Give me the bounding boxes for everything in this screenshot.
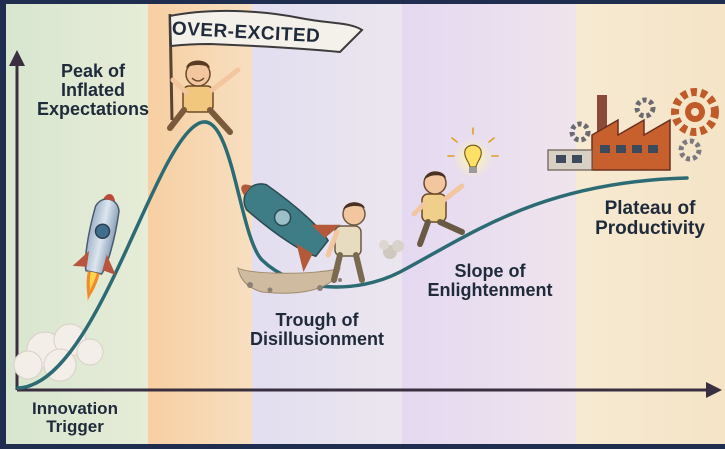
label-line: Disillusionment: [249, 328, 384, 349]
label-line: Trough of: [275, 310, 359, 330]
label-innovation-trigger: Innovation Trigger: [20, 400, 130, 436]
flag-icon: OVER-EXCITED: [168, 9, 364, 121]
x-axis-arrow-icon: [706, 382, 722, 398]
label-line: Trigger: [46, 416, 104, 436]
label-line: Expectations: [36, 98, 150, 119]
label-slope-of-enlightenment: Slope of Enlightenment: [405, 262, 575, 300]
label-line: Slope of: [454, 261, 526, 281]
label-line: Productivity: [595, 217, 705, 239]
label-line: Inflated: [60, 79, 125, 100]
lightbulb-icon: [447, 127, 499, 178]
hype-curve: [16, 120, 689, 390]
label-line: Plateau of: [604, 198, 696, 219]
label-peak-of-inflated-expectations: Peak of Inflated Expectations: [18, 62, 168, 119]
band-plateau: [576, 4, 725, 444]
axes: [9, 50, 722, 398]
y-axis-arrow-icon: [9, 50, 25, 66]
gear-icon: [569, 88, 719, 162]
label-trough-of-disillusionment: Trough of Disillusionment: [232, 311, 402, 349]
crashed-rocket-icon: [237, 183, 342, 294]
sad-person-icon: [325, 202, 404, 283]
excited-person-icon: [167, 60, 241, 135]
label-plateau-of-productivity: Plateau of Productivity: [575, 199, 725, 239]
label-line: Innovation: [32, 399, 118, 418]
factory-icon: [547, 95, 671, 171]
rocket-icon: [72, 194, 120, 302]
phase-bands: [6, 4, 725, 444]
label-line: Enlightenment: [427, 279, 553, 300]
label-line: Peak of: [60, 61, 126, 81]
climbing-person-icon: [411, 171, 465, 247]
